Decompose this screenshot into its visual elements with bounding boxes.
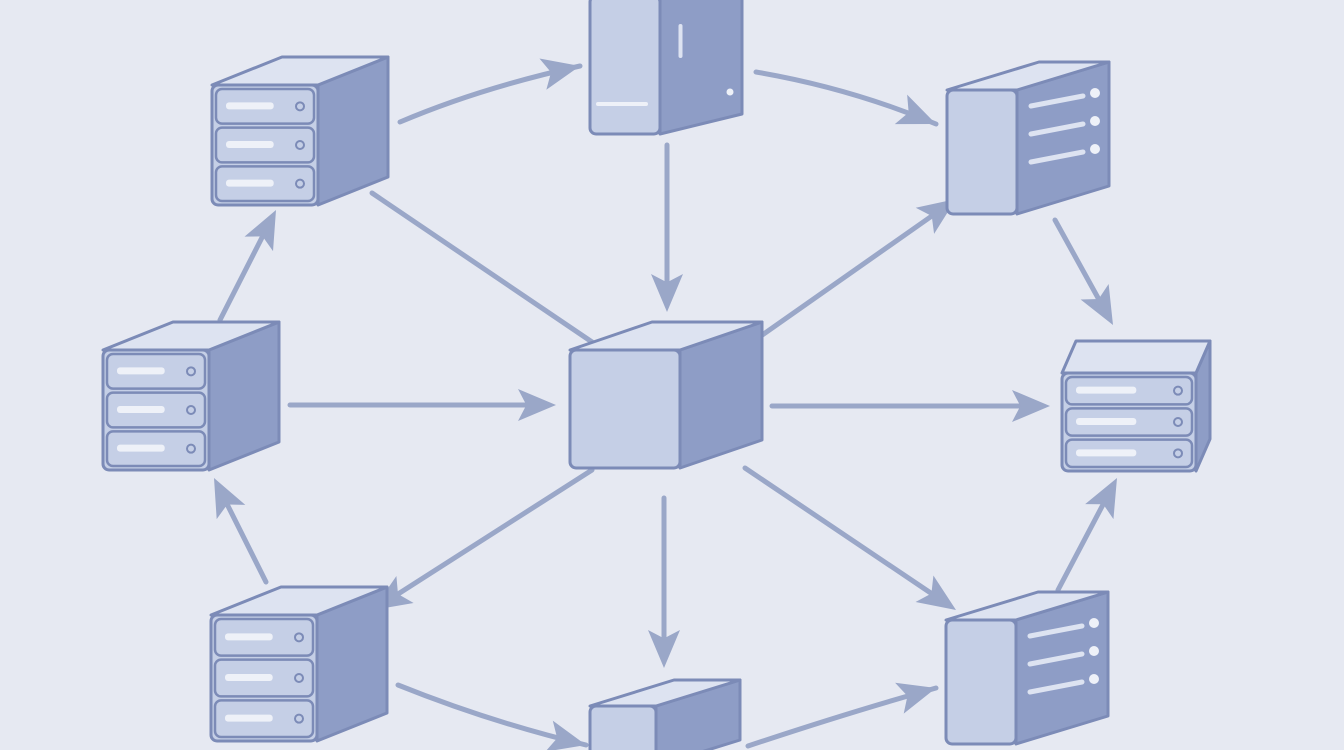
drive-slot-icon <box>225 633 273 641</box>
status-led-icon <box>1089 618 1099 628</box>
status-led-icon <box>294 632 304 643</box>
connection-line <box>1052 217 1101 302</box>
drive-slot-icon <box>117 406 165 413</box>
connection-top-left-to-top <box>397 58 583 125</box>
drive-slot-icon <box>1076 449 1137 457</box>
arrow-head-icon <box>1080 284 1113 325</box>
connection-mid-left-to-top-left <box>217 210 276 323</box>
node-front-face <box>568 348 682 470</box>
connection-bottom-left-to-bottom <box>395 682 589 750</box>
status-led-icon <box>186 366 196 377</box>
vent-slot-icon <box>1028 149 1086 165</box>
status-led-icon <box>295 101 305 112</box>
status-led-icon <box>1090 88 1100 98</box>
arrow-head-icon <box>244 210 276 252</box>
drive-slot-icon <box>225 714 273 722</box>
node-bottom-left-rack <box>209 585 389 743</box>
connection-layer <box>214 58 1117 750</box>
node-front-face <box>944 618 1018 746</box>
power-led-icon <box>726 88 734 96</box>
node-hub-cube <box>568 320 764 470</box>
status-led-icon <box>294 673 304 683</box>
drive-slot-icon <box>226 141 274 148</box>
node-top-face <box>1060 339 1212 375</box>
node-layer <box>101 0 1212 750</box>
connection-top-right-to-mid-right <box>1052 217 1113 325</box>
arrow-head-icon <box>1085 478 1117 520</box>
vent-slot-icon <box>1028 93 1086 109</box>
vent-slot-icon <box>1028 121 1086 137</box>
connection-line <box>395 467 595 597</box>
vent-slot-icon <box>1027 679 1085 695</box>
arrow-head-icon <box>214 478 246 520</box>
node-bottom-cube <box>588 678 742 750</box>
arrow-head-icon <box>651 274 683 312</box>
connection-line <box>369 190 595 345</box>
drive-slot-icon <box>226 102 274 110</box>
status-led-icon <box>295 140 305 150</box>
status-led-icon <box>295 178 305 189</box>
status-led-icon <box>1089 674 1099 684</box>
connection-top-to-hub <box>651 142 683 312</box>
node-front-face <box>945 88 1019 216</box>
connection-hub-to-bottom-left <box>373 467 595 610</box>
node-front-face <box>588 0 662 136</box>
arrow-head-icon <box>894 94 936 125</box>
connection-hub-to-bottom-right <box>742 465 956 610</box>
arrow-head-icon <box>895 682 936 714</box>
node-side-face <box>658 0 744 136</box>
node-top-tower <box>588 0 744 136</box>
status-led-icon <box>1173 417 1183 427</box>
arrow-head-icon <box>648 630 680 668</box>
arrow-head-icon <box>546 720 586 750</box>
node-top-right-server-box <box>945 60 1111 216</box>
status-led-icon <box>1173 385 1183 396</box>
status-led-icon <box>186 443 196 454</box>
drive-slot-icon <box>117 444 165 452</box>
connection-bottom-to-bottom-right <box>745 682 939 749</box>
status-led-icon <box>1089 646 1099 656</box>
connection-bottom-left-to-mid-left <box>214 478 269 585</box>
node-bottom-right-server-box <box>944 590 1110 746</box>
connection-bottom-right-to-mid-right <box>1055 478 1117 593</box>
status-led-icon <box>1173 448 1183 459</box>
node-front-face <box>588 704 658 750</box>
arrow-head-icon <box>539 58 580 90</box>
status-led-icon <box>1090 116 1100 126</box>
drive-slot-icon <box>1076 386 1137 394</box>
drive-slot-icon <box>117 367 165 375</box>
connection-line <box>742 465 934 596</box>
drive-slot-icon <box>1076 418 1137 425</box>
connection-line <box>217 234 265 323</box>
arrow-head-icon <box>518 389 556 421</box>
vent-slot-icon <box>1027 651 1085 667</box>
node-mid-left-rack <box>101 320 281 472</box>
node-mid-right-rack <box>1060 339 1212 473</box>
arrow-head-icon <box>915 575 956 610</box>
connection-line <box>224 502 269 585</box>
connection-line <box>1055 502 1106 593</box>
drive-slot-icon <box>225 674 273 681</box>
connection-top-to-top-right <box>753 69 939 127</box>
node-top-left-rack <box>210 55 390 207</box>
connection-line <box>745 213 934 348</box>
status-led-icon <box>1090 144 1100 154</box>
connection-hub-to-top-right <box>745 199 956 348</box>
connection-mid-left-to-hub <box>287 389 556 421</box>
drive-slot-icon <box>226 179 274 187</box>
arrow-head-icon <box>1012 390 1050 422</box>
vent-slot-icon <box>1027 623 1085 639</box>
connection-top-left-to-hub <box>369 190 595 345</box>
status-led-icon <box>186 405 196 415</box>
connection-hub-to-bottom <box>648 495 680 668</box>
status-led-icon <box>294 713 304 724</box>
connection-hub-to-mid-right <box>769 390 1050 422</box>
